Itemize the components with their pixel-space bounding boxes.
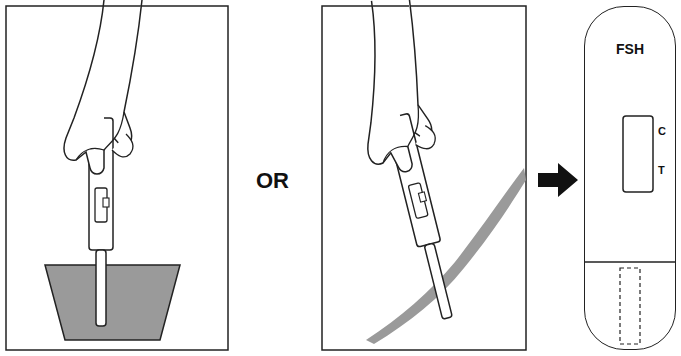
or-label: OR	[256, 168, 289, 194]
product-name: FSH	[585, 41, 675, 57]
line-marker: C	[658, 125, 666, 137]
line-marker: T	[658, 164, 665, 176]
test-cassette: FSH	[584, 6, 676, 350]
